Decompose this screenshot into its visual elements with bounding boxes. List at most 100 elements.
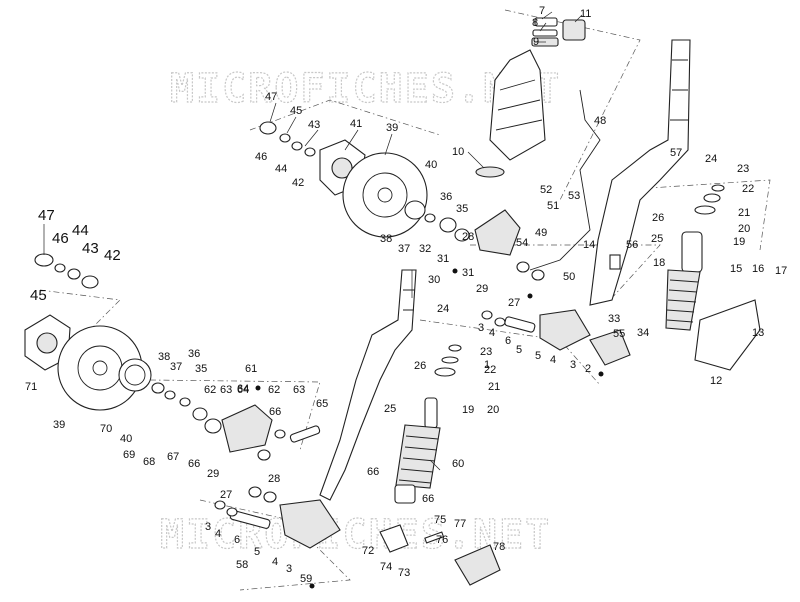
callout: 43 <box>82 240 99 257</box>
callout: 3 <box>478 322 484 334</box>
callout: 62 <box>204 384 216 396</box>
callout: 14 <box>583 239 595 251</box>
callout: 78 <box>493 541 505 553</box>
callout: 32 <box>419 243 431 255</box>
callout: 66 <box>367 466 379 478</box>
upper-brake-caliper <box>404 200 545 281</box>
callout: 3 <box>570 359 576 371</box>
callout: 19 <box>733 236 745 248</box>
callout: 8 <box>532 17 538 29</box>
callout: 1 <box>484 359 490 371</box>
callout: 43 <box>308 119 320 131</box>
callout: 72 <box>362 545 374 557</box>
callout: 60 <box>452 458 464 470</box>
callout: 33 <box>608 313 620 325</box>
callout: 22 <box>484 364 496 376</box>
callout: 36 <box>188 348 200 360</box>
callout: 55 <box>613 328 625 340</box>
callout: 30 <box>428 274 440 286</box>
callout: 5 <box>535 350 541 362</box>
lower-brake-caliper <box>151 382 321 461</box>
callout: 16 <box>752 263 764 275</box>
callout: 40 <box>120 433 132 445</box>
callout: 51 <box>547 200 559 212</box>
callout: 31 <box>437 253 449 265</box>
left-hub-bearings <box>34 253 99 289</box>
callout: 67 <box>167 451 179 463</box>
lower-wheel-hub <box>24 314 152 411</box>
callout: 53 <box>568 190 580 202</box>
callout: 64 <box>237 383 249 395</box>
callout: 2 <box>585 363 591 375</box>
callout: 29 <box>476 283 488 295</box>
lower-right-linkage <box>481 309 631 366</box>
callout: 64 <box>237 384 249 396</box>
callout: 37 <box>170 361 182 373</box>
callout: 10 <box>452 146 464 158</box>
callout: 49 <box>535 227 547 239</box>
callout: 5 <box>516 344 522 356</box>
shock-absorber-right <box>665 184 725 331</box>
callout: 28 <box>268 473 280 485</box>
callout: 58 <box>236 559 248 571</box>
callout: 45 <box>30 287 47 304</box>
callout: 71 <box>25 381 37 393</box>
steering-column <box>475 17 586 178</box>
callout: 36 <box>440 191 452 203</box>
callout: 24 <box>437 303 449 315</box>
callout: 23 <box>480 346 492 358</box>
callout: 50 <box>563 271 575 283</box>
callout: 66 <box>269 406 281 418</box>
upper-wheel-hub <box>259 121 428 238</box>
callout: 42 <box>292 177 304 189</box>
callout: 54 <box>516 237 528 249</box>
callout: 20 <box>487 404 499 416</box>
callout: 42 <box>104 247 121 264</box>
callout: 59 <box>300 573 312 585</box>
callout: 19 <box>462 404 474 416</box>
callout: 21 <box>738 207 750 219</box>
callout: 66 <box>422 493 434 505</box>
callout: 44 <box>72 222 89 239</box>
callout: 18 <box>653 257 665 269</box>
callout: 27 <box>220 489 232 501</box>
callout: 39 <box>53 419 65 431</box>
callout: 11 <box>580 8 591 20</box>
callout: 63 <box>220 384 232 396</box>
callout: 73 <box>398 567 410 579</box>
callout: 47 <box>265 91 277 103</box>
callout: 46 <box>255 151 267 163</box>
callout-labels: 7 8 9 11 10 48 57 24 23 22 21 20 19 47 4… <box>25 5 787 585</box>
callout: 21 <box>488 381 500 393</box>
callout: 38 <box>380 233 392 245</box>
callout: 26 <box>652 212 664 224</box>
callout: 4 <box>489 327 495 339</box>
callout: 34 <box>637 327 649 339</box>
callout: 3 <box>205 521 211 533</box>
callout: 26 <box>414 360 426 372</box>
callout: 37 <box>398 243 410 255</box>
callout: 25 <box>384 403 396 415</box>
callout: 63 <box>293 384 305 396</box>
callout: 4 <box>215 528 221 540</box>
fork-tube-left <box>319 269 417 501</box>
callout: 6 <box>234 534 240 546</box>
callout: 5 <box>254 546 260 558</box>
callout: 20 <box>738 223 750 235</box>
callout: 3 <box>286 563 292 575</box>
reference-dots <box>255 268 604 589</box>
callout: 69 <box>123 449 135 461</box>
callout: 4 <box>272 556 278 568</box>
callout: 17 <box>775 265 787 277</box>
callout: 48 <box>594 115 606 127</box>
callout: 45 <box>290 105 302 117</box>
callout: 62 <box>268 384 280 396</box>
callout: 65 <box>316 398 328 410</box>
callout: 70 <box>100 423 112 435</box>
leader-lines <box>43 11 583 471</box>
callout: 52 <box>540 184 552 196</box>
callout: 74 <box>380 561 392 573</box>
callout: 56 <box>626 239 638 251</box>
fork-tube-right <box>589 39 691 306</box>
